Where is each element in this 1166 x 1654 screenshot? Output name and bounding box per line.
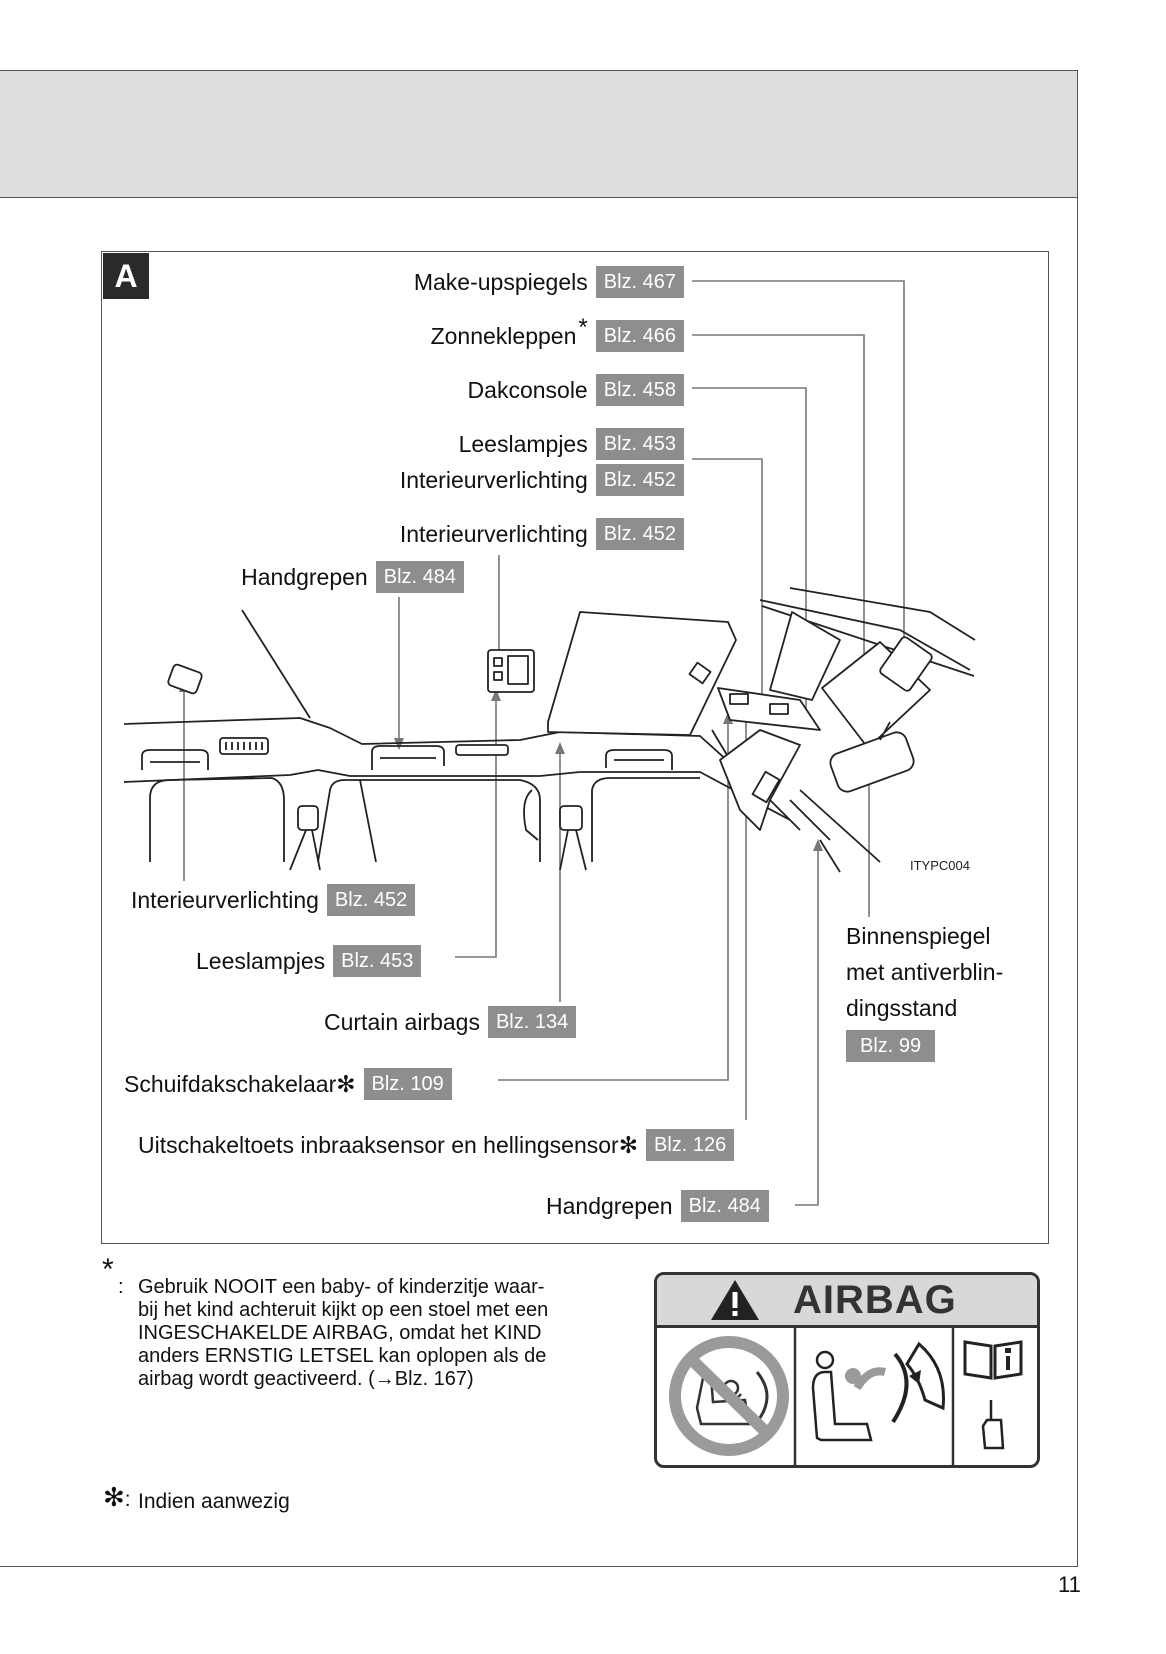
airbag-label-pictograms	[669, 1328, 1023, 1465]
page-ref-badge[interactable]: Blz. 126	[646, 1129, 735, 1161]
callout-asterisk: ✻	[336, 1070, 356, 1097]
no-rear-facing-seat-icon	[669, 1336, 789, 1456]
callout-asterisk: ✻	[618, 1131, 638, 1158]
page-ref-badge[interactable]: Blz. 484	[375, 561, 464, 593]
page-ref-badge[interactable]: Blz. 453	[595, 428, 684, 460]
footnote-line: bij het kind achteruit kijkt op een stoe…	[138, 1299, 549, 1321]
airbag-title: AIRBAG	[793, 1277, 957, 1322]
callout-uitschakeltoets: Uitschakeltoets inbraaksensor en helling…	[138, 1129, 735, 1161]
callout-label: Binnenspiegel	[846, 923, 991, 949]
callout-label: Uitschakeltoets inbraaksensor en helling…	[138, 1131, 619, 1158]
footnote-colon: :	[124, 1488, 131, 1511]
airbag-label-header: AIRBAG	[657, 1275, 1037, 1328]
footnote-colon: :	[118, 1276, 124, 1298]
optional-footnote-text: Indien aanwezig	[138, 1490, 290, 1513]
read-manual-icon	[963, 1340, 1023, 1450]
optional-footnote: ✻:	[103, 1484, 131, 1511]
page-ref-badge[interactable]: Blz. 452	[595, 464, 684, 496]
leader-schuifdakschakelaar	[498, 720, 729, 1081]
footnote-line: Gebruik NOOIT een baby- of kinderzitje w…	[138, 1276, 545, 1298]
callout-label: Zonnekleppen	[430, 322, 577, 349]
page-ref-badge[interactable]: Blz. 452	[595, 518, 684, 550]
warning-triangle-icon	[711, 1280, 759, 1320]
page-number: 11	[1058, 1572, 1081, 1597]
footnote-line: anders ERNSTIG LETSEL kan oplopen als de	[138, 1345, 547, 1367]
page-ref-badge[interactable]: Blz. 484	[680, 1190, 769, 1222]
airbag-footnote-text: Gebruik NOOIT een baby- of kinderzitje w…	[138, 1276, 628, 1391]
page-ref-badge[interactable]: Blz. 452	[326, 884, 416, 916]
callout-curtain-airbags: Curtain airbags Blz. 134	[324, 1006, 577, 1038]
leader-zonnekleppen	[692, 334, 865, 665]
page-ref-badge[interactable]: Blz. 458	[595, 374, 684, 406]
callout-label: Interieurverlichting	[399, 466, 588, 493]
callout-label: Interieurverlichting	[399, 520, 588, 547]
callout-label: dingsstand	[846, 995, 958, 1021]
leader-leeslampjes-top	[692, 458, 763, 715]
callout-zonnekleppen: Zonnekleppen * Blz. 466	[430, 314, 684, 352]
footnote-marker: *	[102, 1253, 114, 1286]
callout-interieurverlichting-bottom: Interieurverlichting Blz. 452	[131, 884, 416, 916]
page-ref-badge[interactable]: Blz. 467	[595, 266, 684, 298]
callout-label: Dakconsole	[467, 376, 588, 403]
callout-label: met antiverblin-	[846, 959, 1004, 985]
page-ref-badge[interactable]: Blz. 466	[595, 320, 684, 352]
leader-leeslampjes-bottom	[455, 697, 497, 958]
callout-leeslampjes-top: Leeslampjes Blz. 453	[459, 428, 684, 460]
callout-schuifdakschakelaar: Schuifdakschakelaar ✻ Blz. 109	[124, 1068, 452, 1100]
callout-label: Handgrepen	[546, 1192, 673, 1219]
page-ref-badge[interactable]: Blz. 99	[846, 1030, 936, 1062]
page-ref-badge[interactable]: Blz. 134	[487, 1006, 577, 1038]
leader-handgrepen-bottom	[795, 847, 819, 1206]
page-ref-badge[interactable]: Blz. 109	[363, 1068, 452, 1100]
callout-label: Curtain airbags	[324, 1008, 480, 1035]
footnote-marker: ✻	[103, 1482, 125, 1512]
callout-label: Leeslampjes	[196, 947, 326, 974]
callout-interieurverlichting-top-1: Interieurverlichting Blz. 452	[400, 464, 684, 496]
section-badge: A	[103, 253, 149, 299]
callout-binnenspiegel: Binnenspiegel met antiverblin- dingsstan…	[846, 918, 1003, 1062]
image-code: ITYPC004	[910, 858, 970, 873]
figure-box	[101, 251, 1049, 1244]
callout-leeslampjes-bottom: Leeslampjes Blz. 453	[196, 945, 422, 977]
callout-dakconsole: Dakconsole Blz. 458	[468, 374, 684, 406]
callout-interieurverlichting-top-2: Interieurverlichting Blz. 452	[400, 518, 684, 550]
callout-label: Leeslampjes	[458, 430, 588, 457]
callout-make-upspiegels: Make-upspiegels Blz. 467	[414, 266, 684, 298]
leader-make-upspiegels	[692, 280, 905, 666]
callout-label: Handgrepen	[241, 563, 368, 590]
callout-label: Interieurverlichting	[131, 886, 319, 913]
airbag-warning-label: AIRBAG	[654, 1272, 1040, 1468]
airbag-deployment-icon	[811, 1341, 945, 1442]
callout-handgrepen-bottom: Handgrepen Blz. 484	[546, 1190, 769, 1222]
page-ref-badge[interactable]: Blz. 453	[333, 945, 422, 977]
callout-handgrepen-top: Handgrepen Blz. 484	[241, 561, 464, 593]
callout-label: Make-upspiegels	[413, 268, 588, 295]
footnote-line: airbag wordt geactiveerd. (→Blz. 167)	[138, 1368, 474, 1390]
footnote-line: INGESCHAKELDE AIRBAG, omdat het KIND	[138, 1322, 542, 1344]
callout-label: Schuifdakschakelaar	[124, 1070, 337, 1097]
header-band	[0, 71, 1077, 198]
page-frame	[0, 70, 1078, 1567]
callout-asterisk: *	[578, 314, 588, 341]
